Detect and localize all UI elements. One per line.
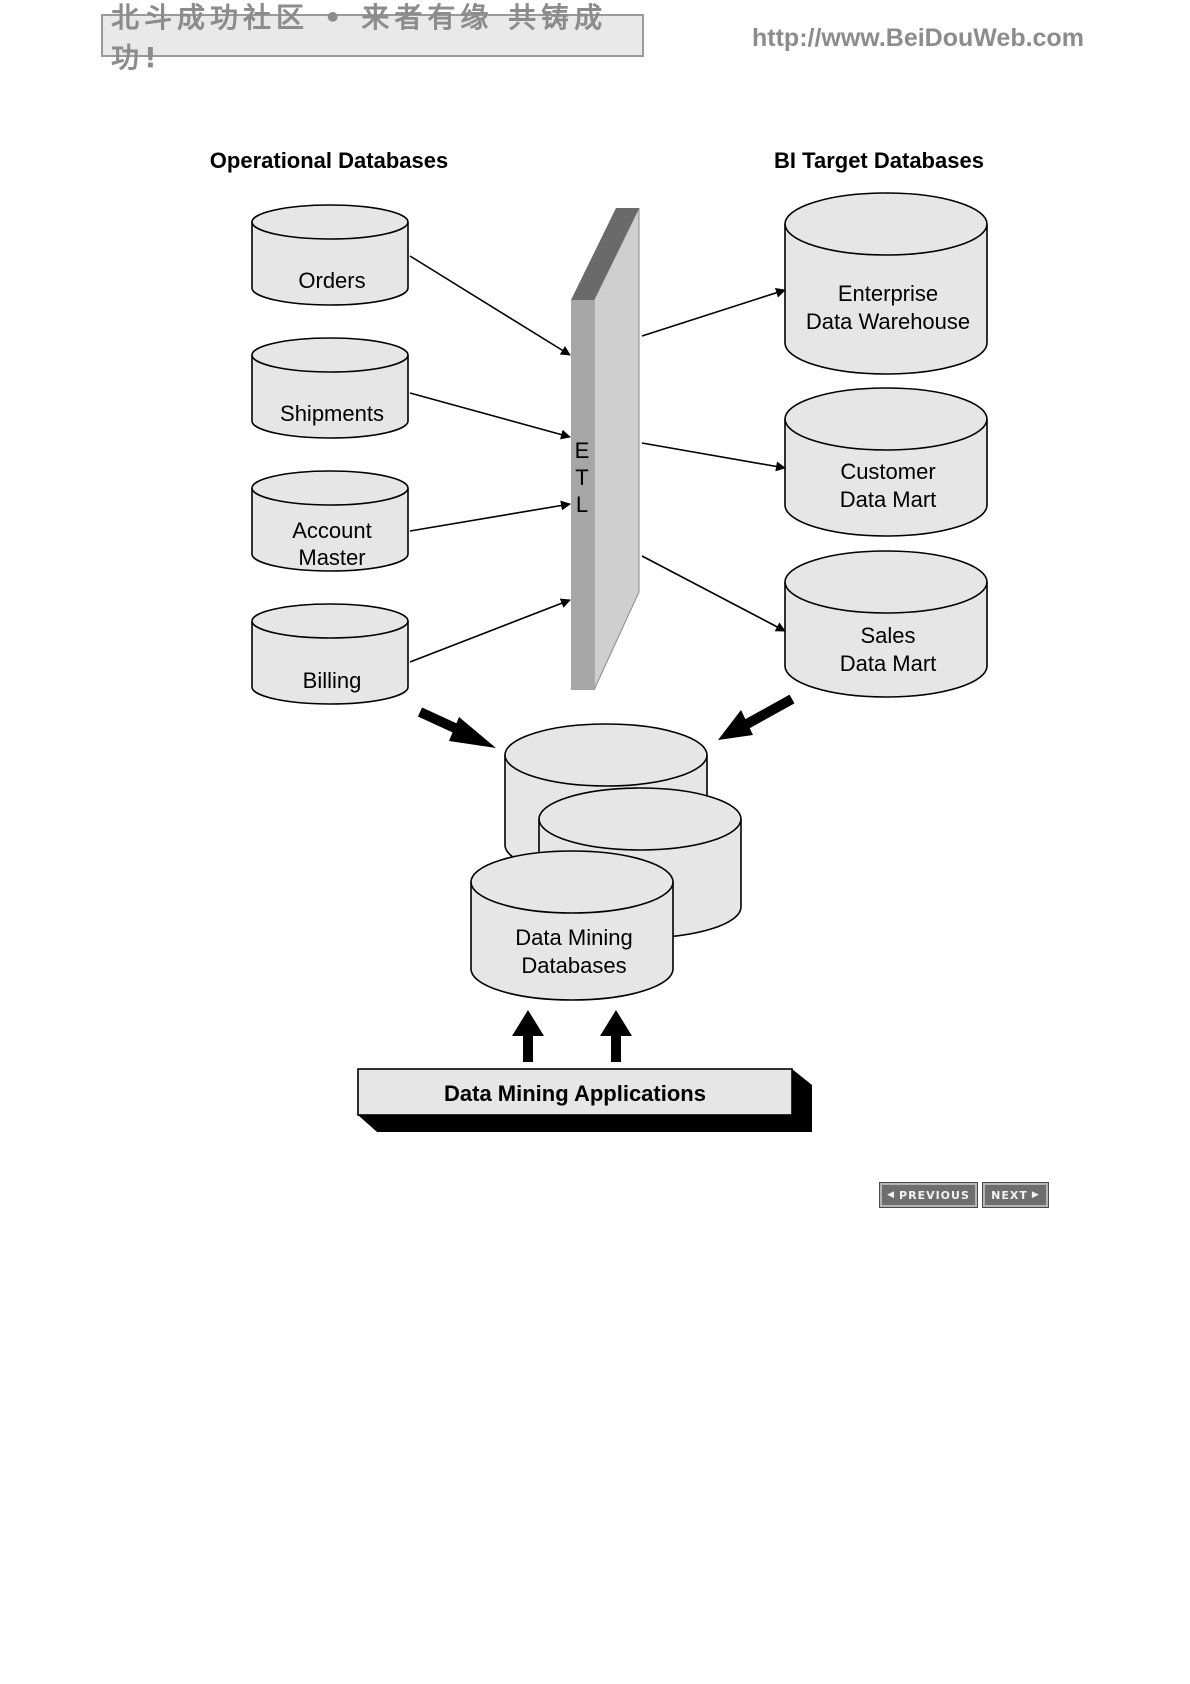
- source-cylinder-billing: Billing: [252, 604, 408, 704]
- arrow-orders-etl: [410, 256, 570, 355]
- source-label-master: Master: [298, 545, 365, 570]
- source-cylinder-orders: Orders: [252, 205, 408, 305]
- mining-db-front: Data Mining Databases: [471, 851, 673, 1000]
- applications-box: Data Mining Applications: [358, 1069, 812, 1132]
- triangle-left-icon: ◀: [887, 1190, 895, 1200]
- mining-db-label-line1: Data Mining: [515, 925, 632, 950]
- arrow-account-etl: [410, 504, 570, 531]
- etl-letter-t: T: [575, 465, 588, 490]
- source-arrows: [410, 256, 570, 662]
- target-label-data-warehouse: Data Warehouse: [806, 309, 970, 334]
- target-label-customer-data-mart: Data Mart: [840, 487, 937, 512]
- source-cylinder-account-master: Account Master: [252, 471, 408, 571]
- source-label-billing: Billing: [303, 668, 362, 693]
- source-cylinder-shipments: Shipments: [252, 338, 408, 438]
- arrow-etl-customer-mart: [642, 443, 785, 468]
- previous-label: PREVIOUS: [899, 1189, 970, 1202]
- triangle-right-icon: ▶: [1032, 1190, 1040, 1200]
- next-button[interactable]: NEXT ▶: [983, 1183, 1048, 1207]
- arrow-shipments-etl: [410, 393, 570, 437]
- mining-db-label-line2: Databases: [521, 953, 626, 978]
- etl-letter-l: L: [576, 492, 588, 517]
- arrow-etl-warehouse: [642, 290, 785, 336]
- left-heading: Operational Databases: [210, 148, 448, 173]
- up-arrow-right: [600, 1010, 632, 1062]
- next-label: NEXT: [991, 1189, 1028, 1202]
- applications-label: Data Mining Applications: [444, 1081, 706, 1106]
- target-label-enterprise: Enterprise: [838, 281, 938, 306]
- right-heading: BI Target Databases: [774, 148, 984, 173]
- thick-arrow-left: [420, 712, 496, 748]
- target-label-sales: Sales: [860, 623, 915, 648]
- target-cylinder-enterprise-warehouse: Enterprise Data Warehouse: [785, 193, 987, 374]
- arrow-billing-etl: [410, 600, 570, 662]
- etl-wall: E T L: [571, 208, 639, 690]
- target-cylinder-sales-mart: Sales Data Mart: [785, 551, 987, 697]
- target-cylinder-customer-mart: Customer Data Mart: [785, 388, 987, 536]
- arrow-etl-sales-mart: [642, 556, 785, 631]
- thick-arrow-right: [718, 699, 792, 740]
- previous-button[interactable]: ◀ PREVIOUS: [880, 1183, 977, 1207]
- source-label-account: Account: [292, 518, 372, 543]
- target-arrows: [642, 290, 785, 631]
- target-label-customer: Customer: [840, 459, 935, 484]
- source-label-orders: Orders: [298, 268, 365, 293]
- up-arrow-left: [512, 1010, 544, 1062]
- etl-letter-e: E: [575, 438, 590, 463]
- target-label-sales-data-mart: Data Mart: [840, 651, 937, 676]
- source-label-shipments: Shipments: [280, 401, 384, 426]
